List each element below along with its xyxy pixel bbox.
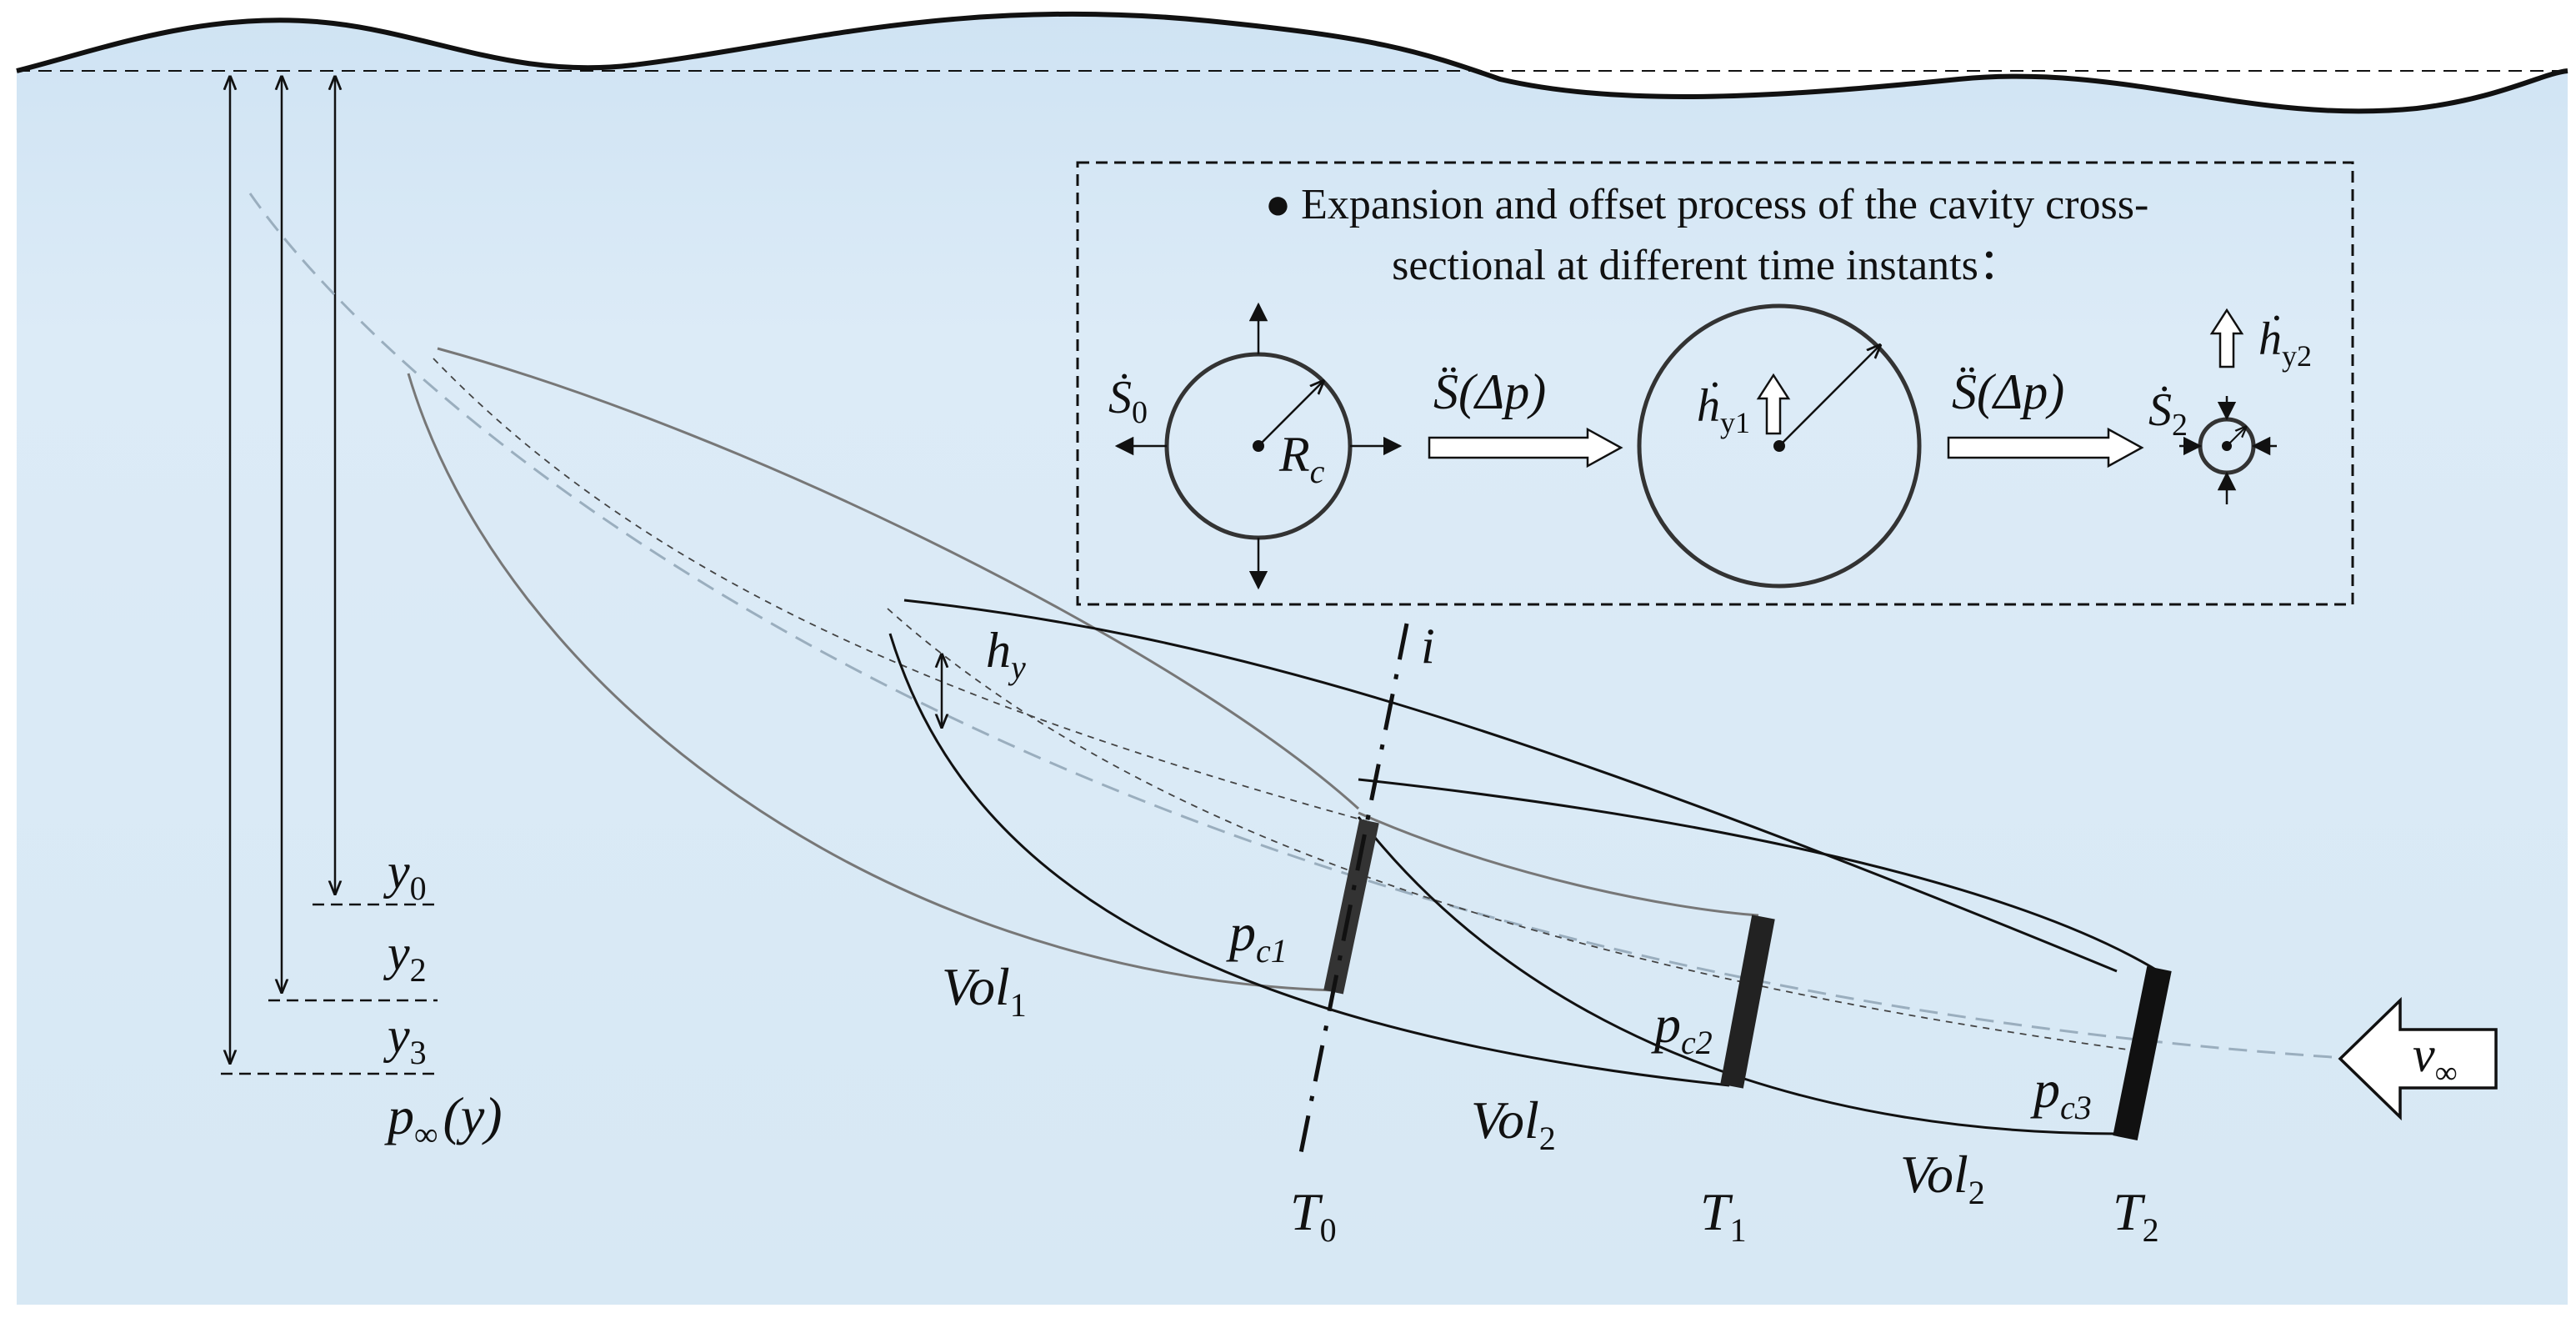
centerline-t0 xyxy=(433,358,1368,822)
radius-arrow-t2 xyxy=(2226,427,2246,447)
label-rc: Rc xyxy=(1278,427,1325,490)
transfer-arrow-1 xyxy=(1428,427,1623,469)
centerline-t2 xyxy=(887,608,2134,1051)
inset-box xyxy=(1076,161,2354,606)
water-surface xyxy=(16,11,2568,114)
label-t0: T0 xyxy=(1290,1182,1337,1249)
label-t1: T1 xyxy=(1700,1182,1747,1249)
label-s-ddot-dp-2: S̈(Δp) xyxy=(1952,364,2064,419)
cavity-section-t1 xyxy=(1637,303,1922,589)
label-y0: y0 xyxy=(383,844,427,907)
label-vol1: Vol1 xyxy=(942,957,1027,1024)
cavity-t2-bottom xyxy=(1357,816,2122,1135)
cavity-t1-top xyxy=(903,599,2118,973)
label-vol2-t2: Vol2 xyxy=(1900,1145,1985,1211)
offset-arrow-hy2 xyxy=(2209,308,2244,368)
label-s2-dot: Ṡ2 xyxy=(2148,384,2188,443)
label-vol2-t1: Vol2 xyxy=(1471,1090,1556,1157)
offset-arrow-hy1 xyxy=(1756,373,1791,435)
trajectory-line xyxy=(248,193,2384,1062)
radius-arrow-rc xyxy=(1258,381,1323,447)
cavity-t0-lower xyxy=(407,373,1334,992)
label-hy1-dot: ḣy1 xyxy=(1697,380,1750,439)
label-v-inf: v∞ xyxy=(2413,1027,2458,1090)
inset-caption-line1: ●Expansion and offset process of the cav… xyxy=(1265,181,2149,228)
section-axis-i xyxy=(1296,623,1409,1166)
transfer-arrow-2 xyxy=(1947,427,2144,469)
label-s-ddot-dp-1: S̈(Δp) xyxy=(1433,364,1546,419)
water-body xyxy=(17,13,2568,1305)
label-i: i xyxy=(1421,619,1435,674)
label-s0-dot: Ṡ0 xyxy=(1108,372,1148,430)
label-pc2: pc2 xyxy=(1651,995,1713,1061)
label-t2: T2 xyxy=(2113,1182,2159,1249)
free-stream-arrow xyxy=(2338,996,2498,1121)
cavity-t1-bottom xyxy=(888,633,1730,1087)
radius-arrow-t1 xyxy=(1778,345,1880,447)
label-pc1: pc1 xyxy=(1226,903,1288,970)
cavitator-t2 xyxy=(2113,966,2172,1140)
cavitator-t1 xyxy=(1720,915,1775,1089)
label-hy: hy xyxy=(986,623,1026,686)
cavity-t0-upper xyxy=(437,347,1360,810)
cavity-t2-top xyxy=(1358,778,2159,973)
label-y2: y2 xyxy=(383,925,427,989)
inset-caption-line2: sectional at different time instants： xyxy=(1392,242,2022,289)
cavity-t1-upper xyxy=(1358,811,1759,917)
label-p-inf-y: p∞(y) xyxy=(384,1086,503,1153)
label-hy2-dot: ḣy2 xyxy=(2258,313,2312,373)
label-y3: y3 xyxy=(383,1008,427,1071)
label-pc3: pc3 xyxy=(2030,1060,2092,1126)
